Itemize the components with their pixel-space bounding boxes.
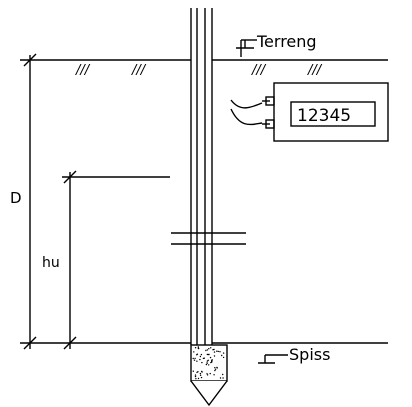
filter-stipple <box>192 346 225 380</box>
hatch-mark: /// <box>251 63 267 78</box>
stipple-dot <box>219 377 222 379</box>
stipple-dot <box>199 355 202 358</box>
stipple-dot <box>192 357 194 360</box>
stipple-dot <box>217 350 219 353</box>
stipple-dot <box>222 352 225 354</box>
stipple-dot <box>193 359 196 361</box>
hatch-mark: /// <box>131 63 147 78</box>
stipple-dot <box>196 371 198 374</box>
stipple-dot <box>194 374 197 376</box>
hu-dimension <box>62 170 170 350</box>
stipple-dot <box>197 377 200 380</box>
stipple-dot <box>206 349 209 351</box>
stipple-dot <box>199 374 202 376</box>
stipple-dot <box>213 374 215 376</box>
stipple-dot <box>199 372 202 375</box>
hatch-mark: /// <box>75 63 91 78</box>
stipple-dot <box>202 357 205 360</box>
readout-box <box>273 82 389 142</box>
stipple-dot <box>205 349 207 352</box>
stipple-dot <box>196 360 198 362</box>
stipple-dot <box>193 351 195 353</box>
stipple-dot <box>212 349 214 351</box>
signal-cable <box>230 96 275 129</box>
probe-pipe <box>171 8 246 345</box>
tip-level-symbol <box>258 354 288 364</box>
cone-tip <box>190 380 228 407</box>
stipple-dot <box>201 370 203 373</box>
stipple-dot <box>194 357 196 360</box>
stipple-dot <box>222 377 224 379</box>
stipple-dot <box>206 374 209 376</box>
stipple-dot <box>208 364 210 366</box>
stipple-dot <box>197 346 199 348</box>
stipple-dot <box>201 361 203 364</box>
stipple-dot <box>192 370 194 372</box>
stipple-dot <box>209 356 212 359</box>
stipple-dot <box>211 361 213 363</box>
stipple-dot <box>199 358 201 361</box>
stipple-dot <box>216 350 218 352</box>
stipple-dot <box>194 347 197 349</box>
stipple-dot <box>209 372 211 375</box>
stipple-dot <box>196 353 199 355</box>
stipple-dot <box>200 376 203 379</box>
stipple-dot <box>219 351 221 353</box>
depth-dimension <box>23 53 37 350</box>
stipple-dot <box>214 369 216 372</box>
stipple-dot <box>207 353 209 356</box>
stipple-dot <box>213 351 216 353</box>
stipple-dot <box>206 373 208 375</box>
stipple-dot <box>194 375 197 378</box>
stipple-dot <box>214 367 216 369</box>
stipple-dot <box>216 366 218 369</box>
readout-value: 12345 <box>297 106 351 126</box>
ground-level-symbol <box>236 39 257 57</box>
stipple-dot <box>222 373 224 376</box>
stipple-dot <box>221 354 223 357</box>
ground-label: Terreng <box>256 32 317 51</box>
readout-display <box>290 101 376 127</box>
stipple-dot <box>197 347 200 349</box>
stipple-dot <box>206 362 208 364</box>
stipple-dot <box>206 360 209 362</box>
stipple-dot <box>200 353 203 356</box>
stipple-dot <box>213 355 216 357</box>
stipple-dot <box>210 347 212 349</box>
stipple-dot <box>207 359 209 361</box>
filter-tip <box>190 344 228 407</box>
hu-label: hu <box>42 255 60 271</box>
hatch-mark: /// <box>307 63 323 78</box>
stipple-dot <box>195 378 197 380</box>
stipple-dot <box>208 348 210 350</box>
stipple-dot <box>211 359 213 361</box>
stipple-dot <box>222 356 225 359</box>
tip-label: Spiss <box>289 345 330 364</box>
stipple-dot <box>214 368 217 370</box>
stipple-dot <box>205 363 208 366</box>
depth-label: D <box>10 189 22 207</box>
